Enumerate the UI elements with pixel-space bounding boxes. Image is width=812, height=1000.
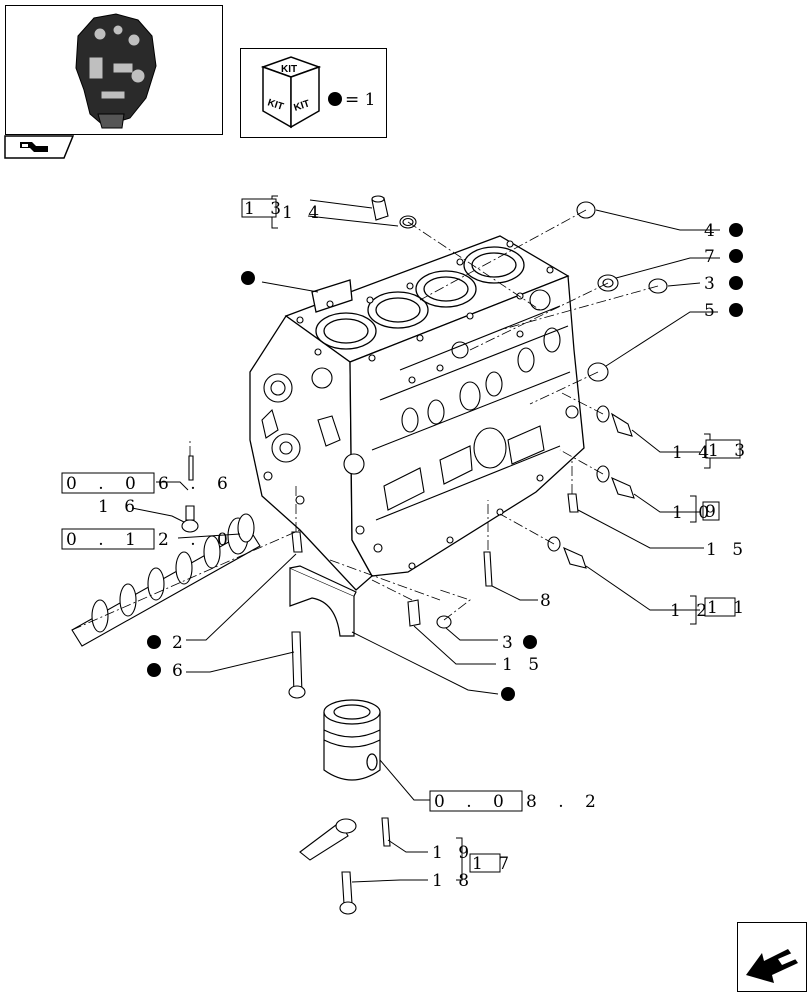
block-details xyxy=(261,240,579,570)
callout-17: 1 7 xyxy=(472,854,514,874)
piston xyxy=(323,699,381,781)
cylinder-bores xyxy=(315,246,525,350)
callout-3-top: 3 xyxy=(704,274,720,294)
kit-right-label: KIT xyxy=(293,98,312,113)
callout-15-right: 1 5 xyxy=(706,540,748,560)
back-nav-tab[interactable] xyxy=(4,135,75,159)
callout-15-bottom: 1 5 xyxy=(502,655,544,675)
bearing-cap xyxy=(289,565,357,637)
kit-dot-icon xyxy=(328,92,342,106)
callout-18: 1 8 xyxy=(432,871,474,891)
next-nav-button[interactable] xyxy=(737,922,807,992)
callout-5: 5 xyxy=(704,301,720,321)
callout-7: 7 xyxy=(704,247,720,267)
callout-19: 1 9 xyxy=(432,843,474,863)
kit-left-label: KIT xyxy=(266,97,285,112)
center-lines xyxy=(71,209,659,631)
callout-6: 6 xyxy=(172,661,188,681)
kit-top-label: KIT xyxy=(281,64,297,75)
callout-16: 1 6 xyxy=(98,497,140,517)
ref-120-tail[interactable]: 2 . 0 xyxy=(158,530,236,550)
callout-12: 1 2 xyxy=(670,601,712,621)
kit-dots xyxy=(147,223,743,701)
callout-14-top: 1 4 xyxy=(282,203,324,223)
callout-13-right: 1 3 xyxy=(708,441,750,461)
callout-2: 2 xyxy=(172,633,188,653)
callout-3-bottom: 3 xyxy=(502,633,518,653)
callout-4: 4 xyxy=(704,221,720,241)
kit-legend: KIT KIT KIT = 1 xyxy=(240,48,387,138)
reference-boxes xyxy=(61,198,741,873)
callout-9: 9 xyxy=(705,502,721,522)
ref-082-box[interactable]: 0 . 0 xyxy=(434,792,512,812)
ref-066-tail[interactable]: 6 . 6 xyxy=(158,474,236,494)
ref-120-box[interactable]: 0 . 1 xyxy=(66,530,144,550)
callout-13-top: 1 3 xyxy=(244,199,286,219)
small-parts xyxy=(181,195,668,915)
section-references[interactable]: 0 . 0 6 . 6 0 . 1 2 . 0 0 . 0 8 . 2 xyxy=(66,474,604,812)
ref-066-box[interactable]: 0 . 0 xyxy=(66,474,144,494)
callout-10: 1 0 xyxy=(672,503,714,523)
kit-equals-text: = 1 xyxy=(345,90,375,110)
callout-11: 1 1 xyxy=(707,598,749,618)
engine-thumbnail xyxy=(75,13,157,129)
engine-thumbnail-frame xyxy=(5,5,223,135)
camshaft xyxy=(71,513,261,647)
back-arrow-icon xyxy=(4,135,75,159)
kit-cube-icon: KIT KIT KIT xyxy=(260,56,322,129)
callout-8: 8 xyxy=(540,591,556,611)
ref-082-tail[interactable]: 8 . 2 xyxy=(526,792,604,812)
callout-14-right: 1 4 xyxy=(672,443,714,463)
next-arrow-icon xyxy=(746,949,798,983)
callout-labels: 1 3 1 4 4 7 3 5 1 4 1 3 1 0 9 1 5 8 1 2 … xyxy=(98,199,750,891)
